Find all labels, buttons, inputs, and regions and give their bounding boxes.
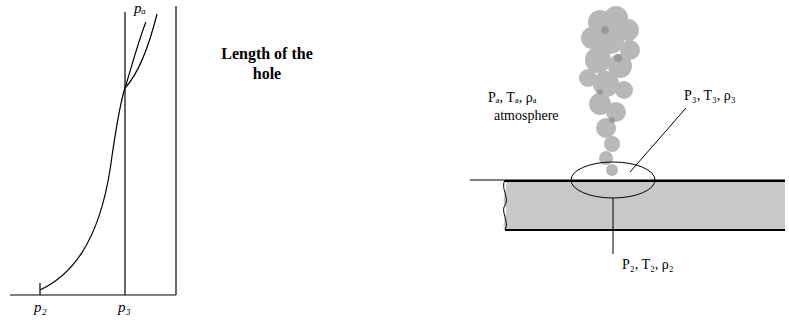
hole-exit-ellipse xyxy=(571,162,655,198)
region-label: atmosphere xyxy=(494,108,559,124)
pressure-branch xyxy=(125,22,146,88)
pressure-label: p₃ xyxy=(118,299,131,316)
x-axis xyxy=(10,294,176,295)
right-border xyxy=(175,6,176,295)
plate-top xyxy=(505,180,785,182)
surface-line xyxy=(470,180,785,181)
pressure-label: p₂ xyxy=(34,299,47,316)
break-edge xyxy=(504,180,507,230)
state-label: P₃, T₃, ρ₃ xyxy=(684,88,736,104)
state-label: P₂, T₂, ρ₂ xyxy=(622,257,674,273)
pressure-label: pₐ xyxy=(134,0,146,17)
smoke-plume xyxy=(579,6,640,176)
plate-bottom xyxy=(505,229,785,231)
pressure-curve xyxy=(40,88,125,290)
p3-line xyxy=(124,12,125,295)
p2-tick xyxy=(39,283,40,295)
axis-title: Length of the hole xyxy=(212,44,322,84)
plate xyxy=(504,180,785,230)
pressure-branch xyxy=(125,14,157,88)
state-label: Pₐ, Tₐ, ρₐ xyxy=(488,90,537,106)
leader-line xyxy=(613,198,614,254)
smoke-shade xyxy=(597,26,622,123)
leader-line xyxy=(630,108,686,172)
